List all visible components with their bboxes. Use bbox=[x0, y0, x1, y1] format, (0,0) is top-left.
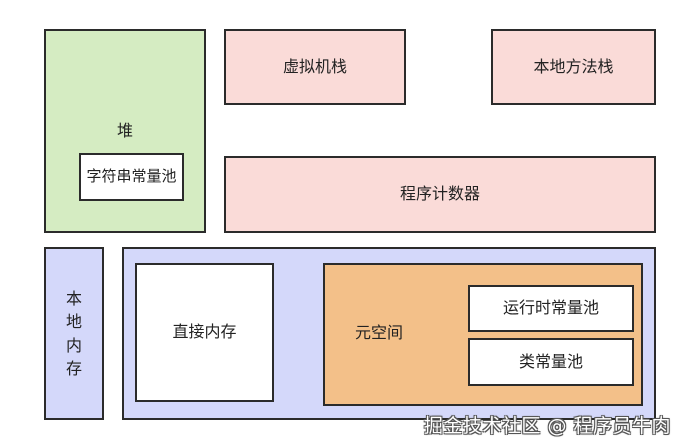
vm-stack: 虚拟机栈 bbox=[224, 29, 406, 105]
native-method-stack: 本地方法栈 bbox=[491, 29, 656, 105]
local-memory-label: 本地内存 bbox=[65, 289, 82, 378]
program-counter-label: 程序计数器 bbox=[399, 184, 480, 204]
watermark: 掘金技术社区 @ 程序员牛肉 bbox=[423, 415, 671, 437]
local-memory: 本地内存 bbox=[44, 247, 104, 420]
metaspace-label: 元空间 bbox=[355, 323, 404, 342]
direct-memory: 直接内存 bbox=[135, 263, 274, 402]
off-heap-area: 直接内存 元空间 运行时常量池 类常量池 bbox=[122, 247, 656, 420]
heap-label: 堆 bbox=[116, 121, 133, 140]
class-constant-pool-label: 类常量池 bbox=[518, 351, 583, 371]
string-constant-pool: 字符串常量池 bbox=[79, 153, 184, 201]
direct-memory-label: 直接内存 bbox=[172, 322, 237, 342]
string-constant-pool-label: 字符串常量池 bbox=[86, 167, 177, 186]
class-constant-pool: 类常量池 bbox=[468, 338, 634, 386]
native-method-stack-label: 本地方法栈 bbox=[533, 56, 614, 76]
runtime-constant-pool: 运行时常量池 bbox=[468, 285, 634, 332]
metaspace: 元空间 运行时常量池 类常量池 bbox=[323, 263, 643, 406]
vm-stack-label: 虚拟机栈 bbox=[282, 56, 347, 76]
heap-area: 堆 字符串常量池 bbox=[44, 29, 206, 233]
runtime-constant-pool-label: 运行时常量池 bbox=[502, 298, 599, 318]
program-counter: 程序计数器 bbox=[224, 156, 656, 233]
